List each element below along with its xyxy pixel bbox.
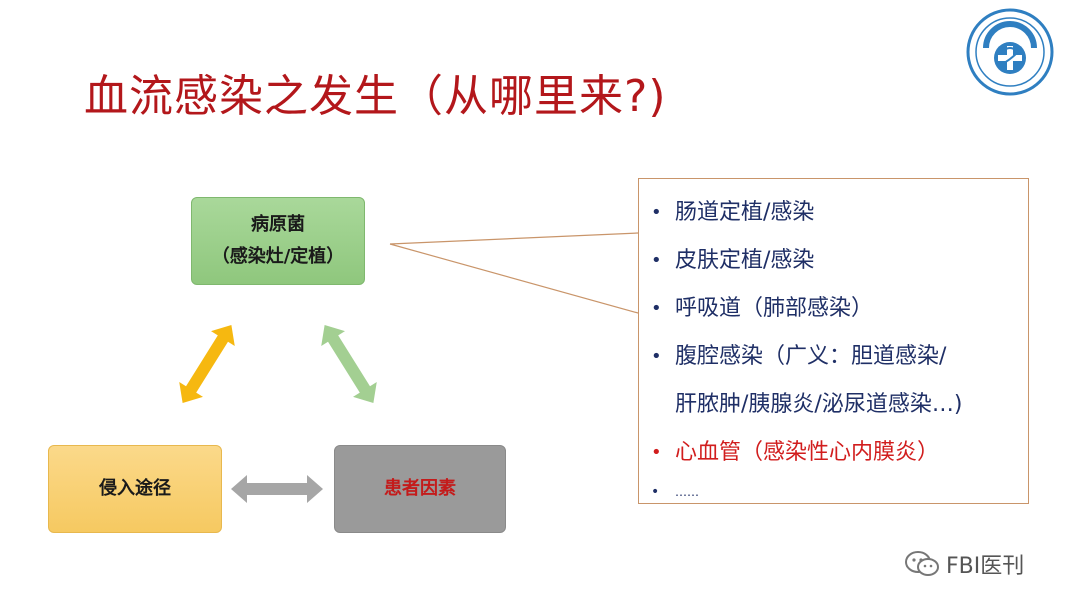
list-item-text: 肠道定植/感染	[675, 200, 815, 225]
list-item: • 呼吸道（肺部感染）	[649, 285, 1014, 333]
list-item-text: 皮肤定植/感染	[675, 248, 815, 273]
bullet: •	[651, 346, 662, 367]
list-item: • 腹腔感染（广义：胆道感染/	[649, 333, 1014, 381]
list-item: • 肠道定植/感染	[649, 189, 1014, 237]
list-item-text: 心血管（感染性心内膜炎）	[675, 440, 940, 465]
hospital-logo-icon	[966, 8, 1054, 96]
list-item-text: 肝脓肿/胰腺炎/泌尿道感染…)	[675, 392, 963, 417]
bullet: •	[651, 298, 662, 319]
bullet: •	[651, 250, 662, 271]
arrow-pathogen-patient	[321, 324, 377, 404]
source-list-callout: • 肠道定植/感染 • 皮肤定植/感染 • 呼吸道（肺部感染） • 腹腔感染（广…	[638, 178, 1029, 504]
list-item-text: ……	[675, 485, 699, 499]
callout-pointer-top	[389, 232, 639, 245]
wechat-icon	[905, 551, 939, 576]
callout-pointer-bottom	[389, 243, 639, 314]
arrow-invasion-patient	[231, 475, 323, 503]
bullet: •	[651, 484, 660, 500]
watermark: FBI医刊	[904, 548, 1024, 580]
source-list: • 肠道定植/感染 • 皮肤定植/感染 • 呼吸道（肺部感染） • 腹腔感染（广…	[649, 189, 1014, 507]
list-item-text: 腹腔感染（广义：胆道感染/	[675, 344, 947, 369]
node-pathogen: 病原菌 （感染灶/定植）	[191, 197, 365, 285]
node-invasion-label: 侵入途径	[99, 478, 171, 499]
node-patient-label: 患者因素	[384, 478, 456, 499]
node-pathogen-line1: 病原菌	[251, 214, 305, 235]
list-item-continuation: 肝脓肿/胰腺炎/泌尿道感染…)	[649, 381, 1014, 429]
list-item-text: 呼吸道（肺部感染）	[675, 296, 874, 321]
list-item: • 皮肤定植/感染	[649, 237, 1014, 285]
list-item-highlighted: • 心血管（感染性心内膜炎）	[649, 429, 1014, 477]
page-title: 血流感染之发生（从哪里来?)	[84, 71, 667, 122]
node-pathogen-line2: （感染灶/定植）	[211, 246, 345, 267]
arrow-pathogen-invasion	[179, 324, 235, 404]
list-item: • ……	[649, 477, 1014, 507]
bullet: •	[651, 442, 662, 463]
bullet: •	[651, 202, 662, 223]
watermark-text: FBI医刊	[946, 554, 1025, 579]
node-patient-factors: 患者因素	[334, 445, 506, 533]
node-invasion-route: 侵入途径	[48, 445, 222, 533]
